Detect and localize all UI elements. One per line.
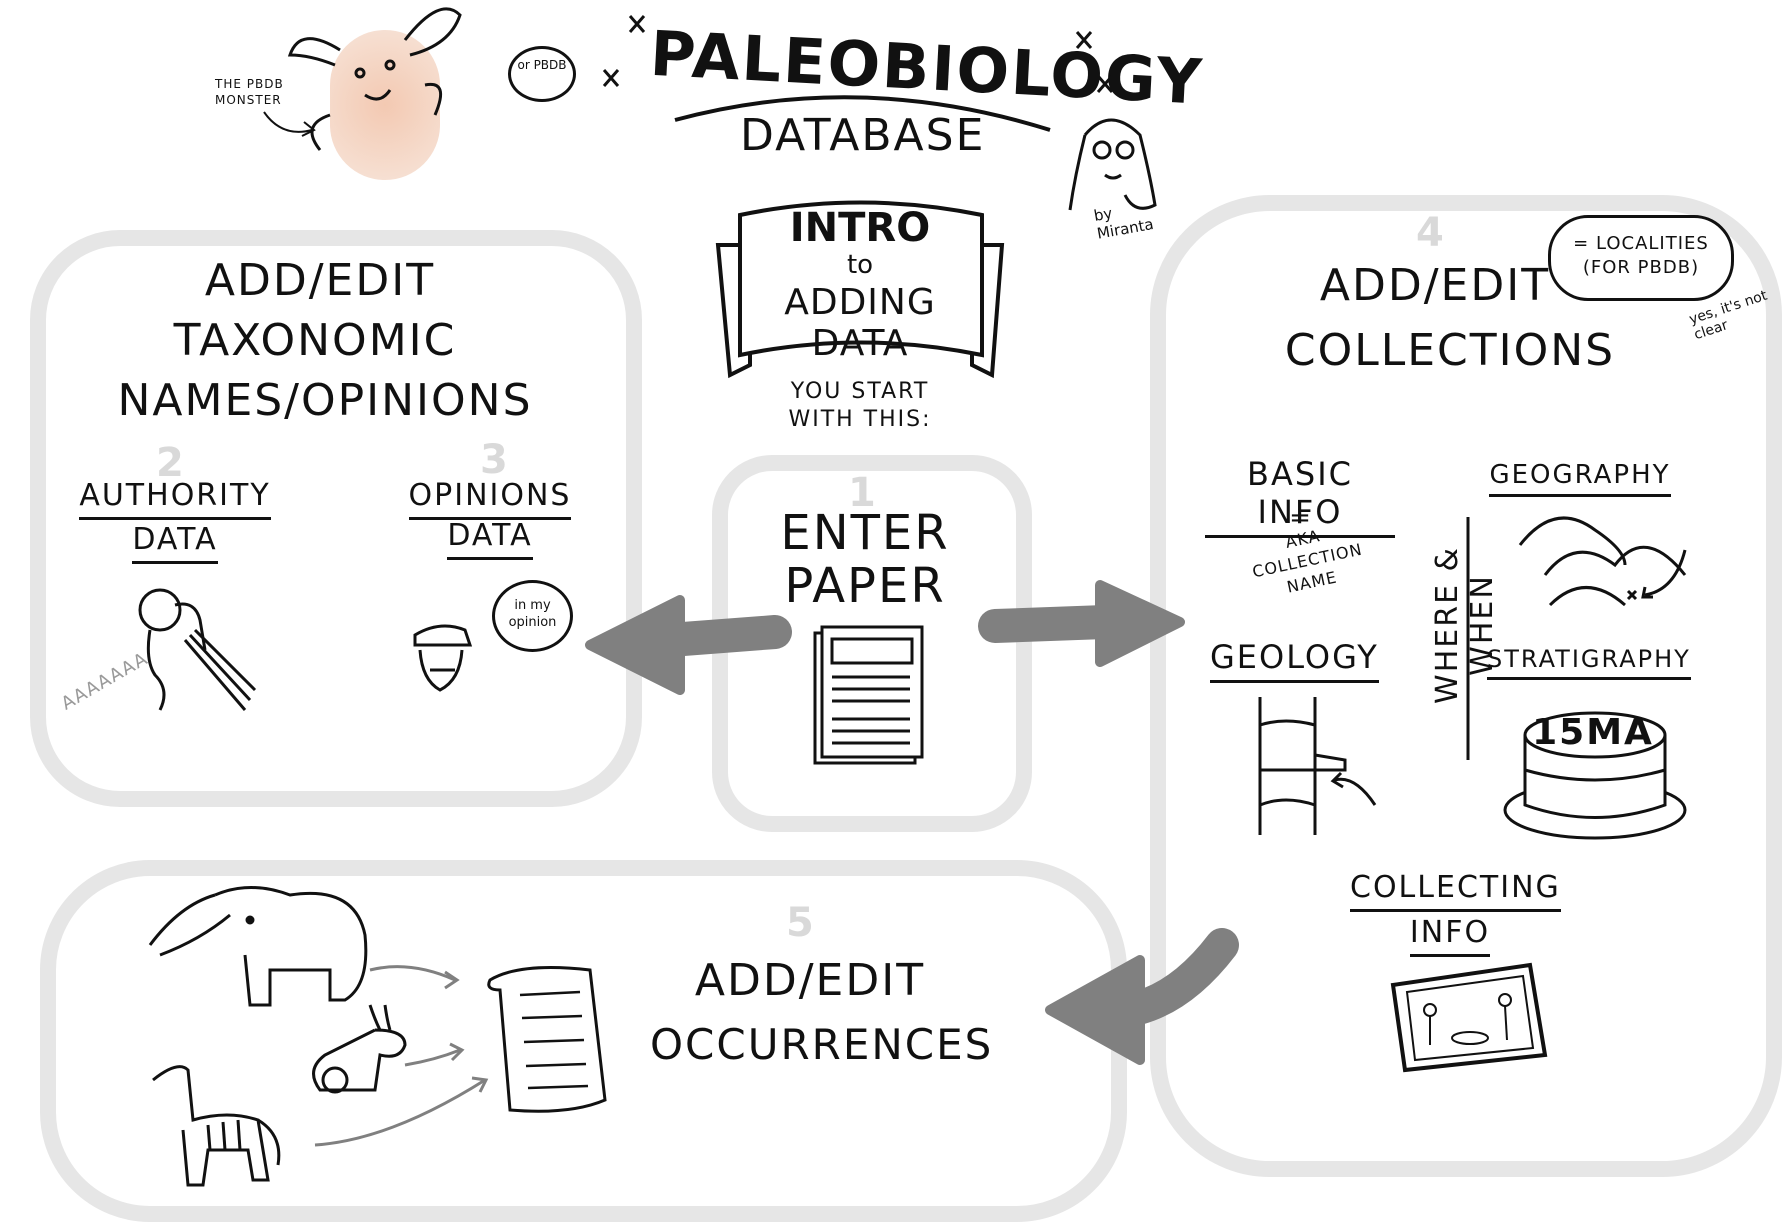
step-number-4: 4 — [1416, 210, 1444, 256]
arrow-to-occurrences — [1045, 928, 1239, 1065]
sparkle-marks — [602, 15, 1114, 93]
step-number-3: 3 — [480, 437, 508, 483]
basic-info-label: BASIC INFO — [1205, 455, 1395, 538]
occurrence-arrows — [314, 965, 489, 1147]
localities-text: = LOCALITIES (FOR PBDB) — [1573, 233, 1709, 278]
collections-title-line1: ADD/EDIT — [1319, 260, 1551, 311]
author-portrait — [1068, 118, 1157, 211]
geology-label: GEOLOGY — [1210, 638, 1379, 683]
banner-connector: to — [846, 250, 874, 280]
paper-label: PAPER — [784, 558, 946, 614]
bearded-man-doodle — [413, 624, 473, 692]
title-swoosh — [674, 95, 1051, 132]
page-subtitle: DATABASE — [740, 110, 986, 161]
geology-heading: GEOLOGY — [1210, 638, 1379, 683]
basic-info-equals: = — [1289, 503, 1311, 533]
opinions-line2: DATA — [447, 518, 533, 560]
opinions-label-2: DATA — [400, 518, 580, 560]
collecting-line1: COLLECTING — [1350, 870, 1561, 912]
start-note: YOU START WITH THIS: — [788, 379, 932, 432]
occurrences-title-line1: ADD/EDIT — [694, 955, 926, 1006]
cake-age-text: 15MA — [1532, 712, 1654, 753]
taxonomy-title-line2: TAXONOMIC — [173, 315, 457, 366]
collecting-heading-1: COLLECTING — [1350, 870, 1561, 912]
where-when-divider — [1466, 517, 1470, 760]
paper-icon — [813, 625, 924, 765]
banner-subtitle: ADDING DATA — [784, 282, 936, 364]
basic-info-heading: BASIC INFO — [1205, 455, 1395, 538]
stratigraphy-heading: STRATIGRAPHY — [1487, 645, 1691, 680]
arrow-to-taxonomy — [585, 595, 792, 695]
localities-cloud: = LOCALITIES (FOR PBDB) — [1548, 215, 1734, 301]
authority-label: AUTHORITY — [70, 478, 280, 520]
opinions-label: OPINIONS — [400, 478, 580, 520]
collecting-line2: INFO — [1409, 915, 1491, 957]
geography-heading: GEOGRAPHY — [1485, 460, 1675, 497]
scroll-list-doodle — [487, 966, 607, 1113]
authority-line1: AUTHORITY — [79, 478, 271, 520]
collections-title-line2: COLLECTIONS — [1284, 325, 1616, 376]
enter-label: ENTER — [780, 505, 950, 561]
rock-layers-doodle — [1258, 697, 1377, 835]
photo-frame-doodle — [1390, 962, 1548, 1073]
or-pbdb-text: or PBDB — [517, 58, 567, 72]
opinions-line1: OPINIONS — [408, 478, 572, 520]
opinion-bubble-text: in my opinion — [508, 598, 557, 630]
pbdb-monster — [330, 30, 440, 180]
authority-line2: DATA — [132, 522, 218, 564]
map-doodle — [1518, 516, 1687, 607]
monster-doodle — [287, 7, 462, 151]
intro-banner — [715, 200, 1005, 379]
opinion-speech-bubble: in my opinion — [492, 580, 573, 652]
authority-label-2: DATA — [70, 522, 280, 564]
occurrences-title-line2: OCCURRENCES — [650, 1020, 994, 1069]
or-pbdb-bubble: or PBDB — [508, 46, 576, 102]
monster-label: THE PBDB MONSTER — [215, 77, 284, 107]
step-number-2: 2 — [156, 440, 184, 486]
monster-pointer-arrow — [263, 111, 316, 137]
rabbit-doodle — [312, 1004, 407, 1094]
cake-doodle — [1503, 711, 1687, 840]
taxonomy-title-line3: NAMES/OPINIONS — [117, 375, 533, 426]
collecting-heading-2: INFO — [1350, 915, 1550, 957]
mammoth-doodle — [148, 886, 368, 1007]
stratigraphy-label: STRATIGRAPHY — [1487, 645, 1691, 680]
lion-doodle — [138, 588, 257, 711]
collections-panel — [1150, 195, 1782, 1177]
banner-title: INTRO — [789, 205, 931, 251]
zebra-doodle — [152, 1065, 281, 1187]
taxonomy-title-line1: ADD/EDIT — [204, 255, 436, 306]
step-number-5: 5 — [786, 900, 814, 946]
arrow-to-collections — [978, 580, 1185, 667]
step-number-1: 1 — [848, 470, 876, 516]
geography-label: GEOGRAPHY — [1489, 460, 1671, 497]
